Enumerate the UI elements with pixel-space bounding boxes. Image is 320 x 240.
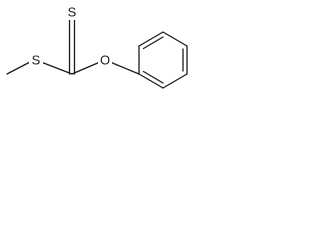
thione-sulfur-atom: S xyxy=(65,5,79,20)
ring-bond xyxy=(162,31,188,47)
bonds xyxy=(6,17,188,89)
ester-oxygen-label: O xyxy=(100,53,110,68)
bond-carbon-oxygen xyxy=(71,61,101,75)
chemical-structure: S S O xyxy=(6,5,188,89)
thione-sulfur-label: S xyxy=(68,5,77,20)
thioether-sulfur-label: S xyxy=(32,53,41,68)
bond-methyl-sulfur xyxy=(6,61,31,75)
ring-bond xyxy=(162,73,188,89)
bond-oxygen-phenyl xyxy=(109,61,140,75)
ester-oxygen-atom: O xyxy=(98,53,112,68)
thioether-sulfur-atom: S xyxy=(29,53,43,68)
atom-labels: S S O xyxy=(29,5,112,68)
ring-bond xyxy=(138,73,164,89)
ring-bond xyxy=(138,31,164,47)
ring-inner-double-bond xyxy=(142,36,164,50)
bond-sulfur-carbon xyxy=(40,61,73,75)
ring-inner-double-bond xyxy=(142,70,164,84)
phenyl-ring xyxy=(138,31,188,89)
